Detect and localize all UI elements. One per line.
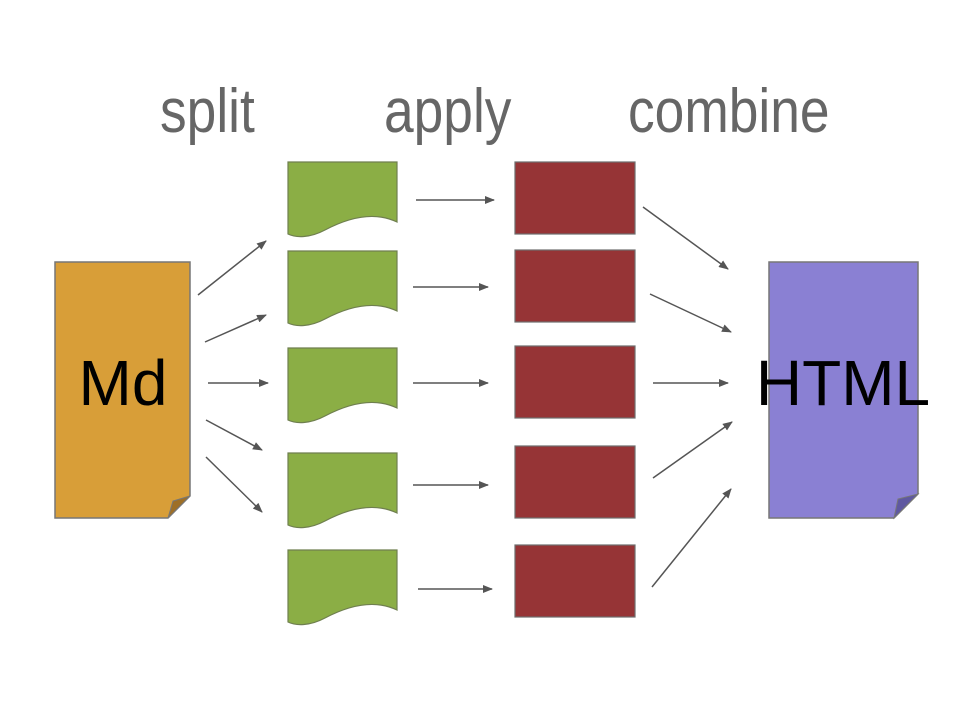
split-label: split [160,77,255,146]
chunk-2 [287,250,398,327]
chunk-4 [287,452,398,529]
chunk-3 [287,347,398,424]
split-arrow-1 [197,240,267,296]
combine-arrow-4 [652,421,733,479]
markdown-document-label: Md [79,347,168,419]
result-3 [514,345,636,419]
result-5 [514,544,636,618]
apply-label: apply [384,77,512,146]
arrow-group [197,196,733,593]
combine-label: combine [628,77,830,146]
chunk-1 [287,161,398,238]
html-document-label: HTML [756,347,930,419]
split-arrow-5 [205,456,263,513]
combine-arrow-1 [642,206,729,270]
markdown-document: Md [54,261,191,519]
result-4 [514,445,636,519]
html-document: HTML [756,261,930,520]
result-2 [514,249,636,323]
combine-arrow-5 [651,488,732,588]
result-group [514,161,636,618]
combine-arrow-2 [649,293,732,333]
chunk-group [287,161,398,626]
split-arrow-4 [205,419,263,451]
split-arrow-2 [204,314,267,343]
result-1 [514,161,636,235]
chunk-5 [287,549,398,626]
